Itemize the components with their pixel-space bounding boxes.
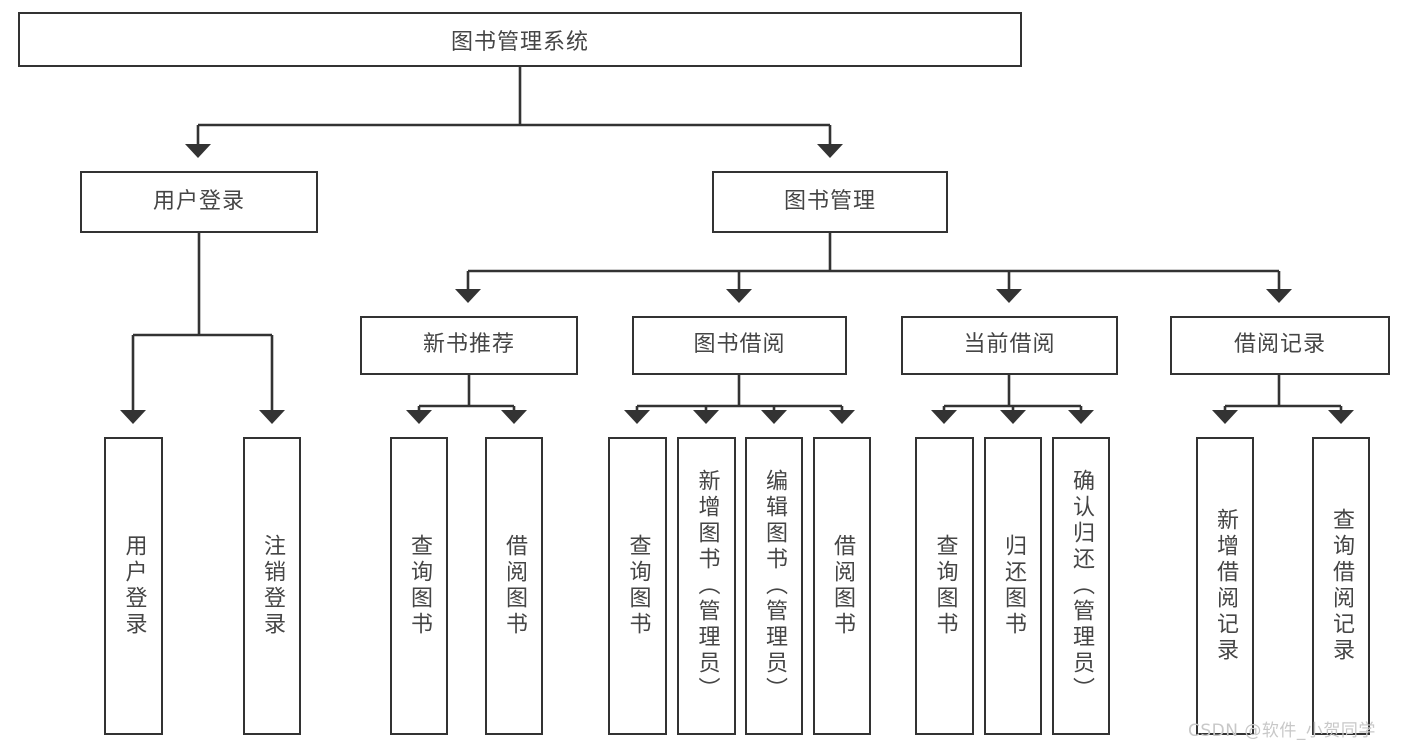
leaf-query-borrow-record[interactable]: 查询借阅记录 (1312, 437, 1370, 735)
node-current-borrow-label: 当前借阅 (963, 332, 1056, 358)
node-book-management-label: 图书管理 (783, 188, 876, 214)
leaf-query-book-recommend[interactable]: 查询图书 (390, 437, 448, 735)
watermark: CSDN @软件_小贺同学 (1188, 721, 1376, 741)
node-new-book-recommend-label: 新书推荐 (422, 332, 515, 358)
leaf-query-book-borrow-label: 查询图书 (625, 534, 651, 638)
leaf-return-book[interactable]: 归还图书 (984, 437, 1042, 735)
node-user-login-label: 用户登录 (152, 188, 245, 214)
leaf-borrow-book[interactable]: 借阅图书 (813, 437, 871, 735)
node-book-management[interactable]: 图书管理 (712, 171, 948, 233)
leaf-confirm-return-admin-label: 确认归还（管理员） (1069, 469, 1094, 703)
node-user-login[interactable]: 用户登录 (80, 171, 318, 233)
leaf-logout[interactable]: 注销登录 (243, 437, 301, 735)
leaf-add-book-admin[interactable]: 新增图书（管理员） (677, 437, 736, 735)
leaf-query-book-current-label: 查询图书 (932, 534, 958, 638)
leaf-borrow-book-recommend-label: 借阅图书 (502, 534, 527, 638)
leaf-confirm-return-admin[interactable]: 确认归还（管理员） (1052, 437, 1110, 735)
node-book-borrow[interactable]: 图书借阅 (632, 316, 847, 375)
leaf-add-book-admin-label: 新增图书（管理员） (694, 469, 720, 703)
leaf-edit-book-admin[interactable]: 编辑图书（管理员） (745, 437, 803, 735)
leaf-query-borrow-record-label: 查询借阅记录 (1329, 508, 1354, 664)
leaf-logout-label: 注销登录 (260, 534, 285, 638)
leaf-edit-book-admin-label: 编辑图书（管理员） (762, 469, 787, 703)
node-borrow-record[interactable]: 借阅记录 (1170, 316, 1390, 375)
leaf-borrow-book-recommend[interactable]: 借阅图书 (485, 437, 543, 735)
leaf-query-book-borrow[interactable]: 查询图书 (608, 437, 667, 735)
leaf-user-login[interactable]: 用户登录 (104, 437, 163, 735)
leaf-return-book-label: 归还图书 (1001, 534, 1026, 638)
leaf-borrow-book-label: 借阅图书 (830, 534, 855, 638)
node-root-label: 图书管理系统 (450, 29, 589, 55)
leaf-query-book-current[interactable]: 查询图书 (915, 437, 974, 735)
node-root[interactable]: 图书管理系统 (18, 12, 1022, 67)
node-borrow-record-label: 借阅记录 (1233, 332, 1326, 358)
node-new-book-recommend[interactable]: 新书推荐 (360, 316, 578, 375)
leaf-add-borrow-record[interactable]: 新增借阅记录 (1196, 437, 1254, 735)
leaf-query-book-recommend-label: 查询图书 (407, 534, 432, 638)
leaf-user-login-label: 用户登录 (121, 534, 147, 638)
node-current-borrow[interactable]: 当前借阅 (901, 316, 1118, 375)
leaf-add-borrow-record-label: 新增借阅记录 (1213, 508, 1238, 664)
node-book-borrow-label: 图书借阅 (693, 332, 786, 358)
